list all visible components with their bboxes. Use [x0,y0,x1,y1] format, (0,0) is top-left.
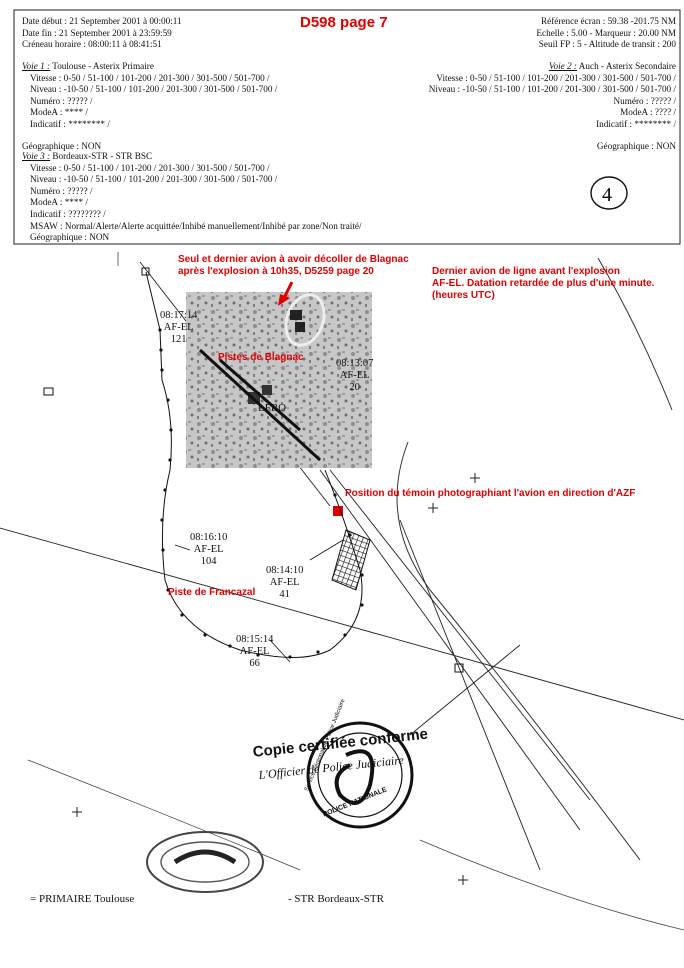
date-fin: Date fin : 21 September 2001 à 23:59:59 [22,27,172,38]
track-points [158,328,364,659]
voie3-msaw: MSAW : Normal/Alerte/Alerte acquittée/In… [30,220,362,231]
voie2-modea: ModeA : ???? / [620,107,676,118]
page-title: D598 page 7 [300,14,388,31]
date-debut: Date début : 21 September 2001 à 00:00:1… [22,16,182,26]
ref-ecran: Référence écran : 59.38 -201.75 NM [541,16,676,26]
lfbo-label: LFBO [258,402,287,414]
voie2-name: Auch - Asterix Secondaire [578,61,676,71]
creneau: Créneau horaire : 08:00:11 à 08:41:51 [22,39,162,50]
handwritten-circle [590,176,628,210]
voie2-numero: Numéro : ????? / [613,95,677,106]
track-line-3 [399,519,541,871]
voie3-block: Voie 3 : Bordeaux-STR - STR BSC Vitesse … [22,151,362,244]
annotation-pistes-blagnac: Pistes de Blagnac [218,352,304,363]
voie2-block: Voie 2 : Auch - Asterix Secondaire Vites… [429,61,676,152]
handwritten-number: 4 [602,184,612,206]
voie1-vitesse: Vitesse : 0-50 / 51-100 / 101-200 / 201-… [30,72,270,83]
voie3-numero: Numéro : ????? / [30,185,93,196]
boundary-arc [597,257,673,411]
footer-str: - STR Bordeaux-STR [288,893,384,905]
voie2-title: Voie 2 : [548,61,577,71]
voie3-modea: ModeA : **** / [30,197,88,208]
francazal-hatch [331,529,371,591]
annotation-piste-francazal: Piste de Francazal [168,587,256,598]
annotation-position-temoin: Position du témoin photographiant l'avio… [345,488,636,499]
header-frame [13,9,681,245]
voie1-modea: ModeA : **** / [30,107,88,118]
annotation-seul-avion: Seul et dernier avion à avoir décoller d… [178,254,409,277]
voie2-niveau: Niveau : -10-50 / 51-100 / 101-200 / 201… [428,84,676,95]
voie1-block: Voie 1 : Toulouse - Asterix Primaire Vit… [22,61,277,152]
voie1-name: Toulouse - Asterix Primaire [52,61,154,71]
voie1-indicatif: Indicatif : ******** / [30,118,110,129]
voie3-title: Voie 3 : [22,151,51,161]
voie3-geo: Géographique : NON [30,232,110,243]
second-stamp [146,831,264,893]
voie1-title: Voie 1 : [22,61,51,71]
voie2-indicatif: Indicatif : ******** / [596,118,676,129]
header-right: Référence écran : 59.38 -201.75 NM Echel… [536,16,676,51]
voie3-vitesse: Vitesse : 0-50 / 51-100 / 101-200 / 201-… [30,162,270,173]
voie1-geo: Géographique : NON [22,140,102,151]
boundary-curve [396,441,641,861]
cross-line [409,644,521,736]
voie2-geo: Géographique : NON [596,140,676,151]
footer-primaire: = PRIMAIRE Toulouse [30,893,135,905]
aircraft-track [145,271,363,658]
voie1-numero: Numéro : ????? / [30,95,93,106]
voie3-indicatif: Indicatif : ???????? / [30,208,106,219]
annotation-dernier-avion: Dernier avion de ligne avant l'explosion… [432,266,655,301]
echelle: Echelle : 5.00 - Marqueur : 20.00 NM [536,27,676,38]
voie2-vitesse: Vitesse : 0-50 / 51-100 / 101-200 / 201-… [436,72,676,83]
police-stamp [306,721,414,829]
runway-line-francazal [0,527,684,721]
witness-marker [333,506,343,516]
seuil: Seuil FP : 5 - Altitude de transit : 200 [538,39,676,50]
voie3-niveau: Niveau : -10-50 / 51-100 / 101-200 / 201… [30,174,278,185]
track-line-2 [329,469,591,801]
header-left: Date début : 21 September 2001 à 00:00:1… [22,16,182,51]
track-line-1 [319,469,581,831]
voie3-name: Bordeaux-STR - STR BSC [52,151,153,161]
voie1-niveau: Niveau : -10-50 / 51-100 / 101-200 / 201… [30,84,278,95]
